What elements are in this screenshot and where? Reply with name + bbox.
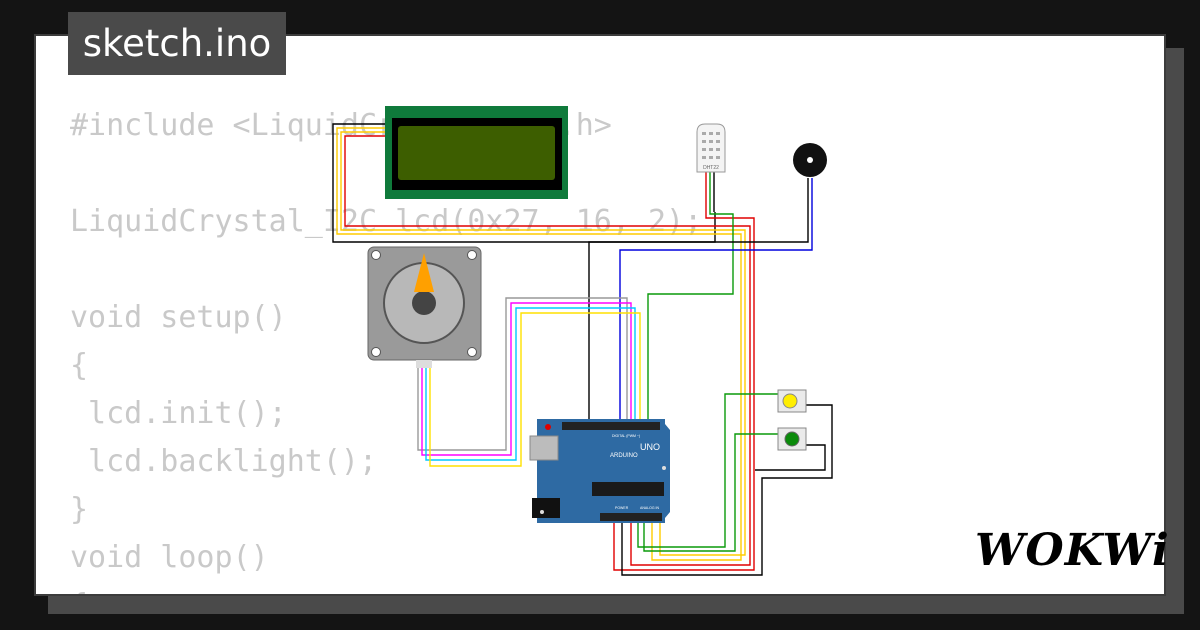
wokwi-logo: WOKWi [975,525,1170,576]
buzzer-icon[interactable] [793,143,827,177]
code-line: } [70,492,89,527]
pushbutton-icon[interactable] [777,427,807,451]
stepper-motor-icon[interactable] [367,246,482,368]
analog-label: ANALOG IN [640,506,660,510]
lcd-display[interactable] [385,106,568,199]
board-brand: ARDUINO [610,453,638,459]
code-line: { [70,582,702,594]
file-tab[interactable]: sketch.ino [68,12,286,75]
code-line: lcd.backlight(); [70,444,378,479]
code-line: LiquidCrystal_I2C lcd(0x27, 16, 2); [70,204,703,239]
digital-header-label: DIGITAL (PWM ~) [612,434,640,438]
code-line: { [70,348,89,383]
arduino-uno-board[interactable]: ARDUINO UNO DIGITAL (PWM ~) POWER ANALOG… [529,419,670,523]
code-line: void setup() [70,300,287,335]
code-line: void loop() [70,540,269,575]
sensor-label: DHT22 [703,165,719,171]
dht22-sensor-icon[interactable]: DHT22 [696,123,726,173]
board-model: UNO [640,442,660,452]
wires [332,123,833,576]
code-line: lcd.init(); [70,396,287,431]
pushbutton-icon[interactable] [777,389,807,413]
power-label: POWER [615,506,629,510]
